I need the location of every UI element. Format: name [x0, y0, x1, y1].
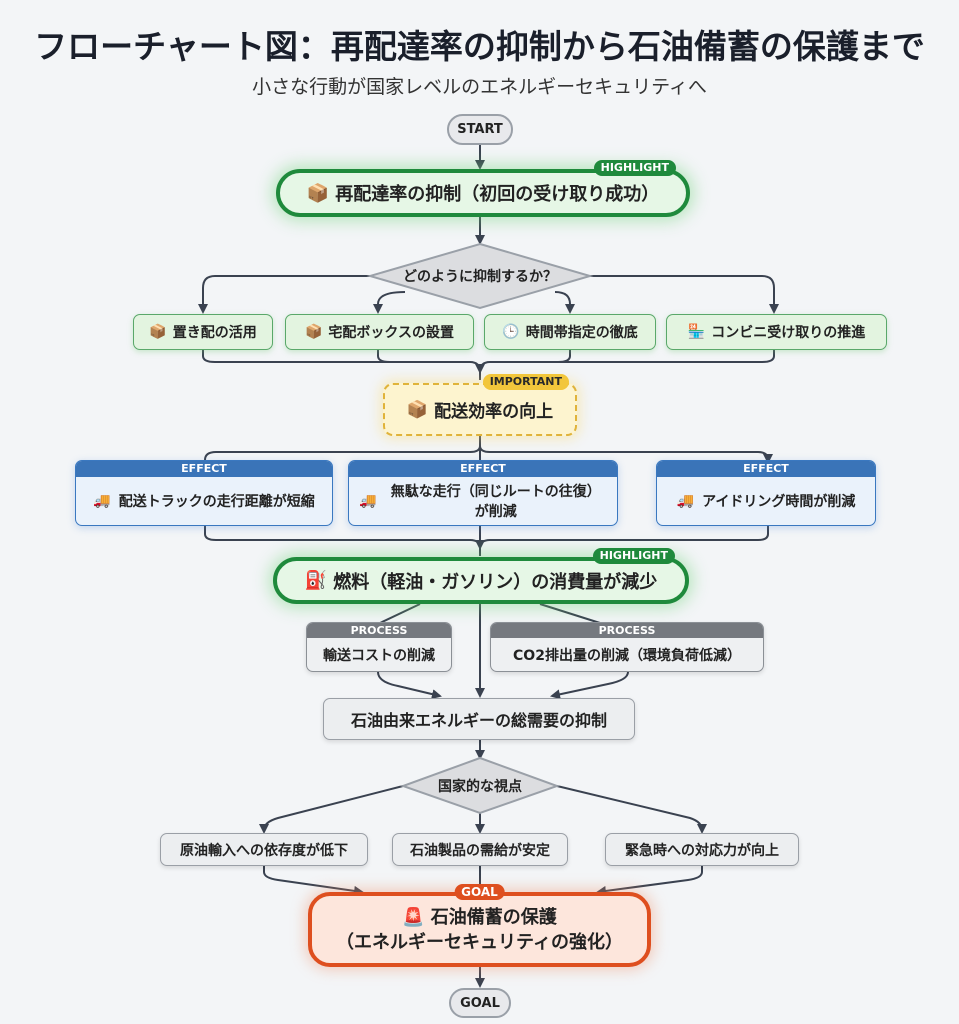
effect-less-idling[interactable]: EFFECT 🚚 アイドリング時間が削減 — [656, 460, 876, 526]
option-label: 置き配の活用 — [172, 325, 257, 341]
highlight-tag: HIGHLIGHT — [593, 160, 676, 176]
step-total-demand[interactable]: 石油由来エネルギーの総需要の抑制 — [323, 698, 635, 740]
effect-label: 無駄な走行（同じルートの往復）が削減 — [390, 484, 601, 520]
option-label: コンビニ受け取りの推進 — [711, 325, 866, 341]
end-label: GOAL — [460, 995, 500, 1011]
step-label: 燃料（軽油・ガソリン）の消費量が減少 — [333, 571, 658, 593]
connector-decision1-to-option3 — [554, 291, 575, 314]
outcome-label: 石油製品の需給が安定 — [410, 842, 550, 859]
process-label: CO2排出量の削減（環境負荷低減） — [513, 647, 741, 664]
effect-tag: EFFECT — [349, 461, 617, 477]
decision-national-view[interactable]: 国家的な視点 — [403, 772, 557, 800]
connector-decision1-to-option4 — [590, 275, 779, 314]
process-transport-cost[interactable]: PROCESS 輸送コストの削減 — [306, 622, 452, 672]
connector-decision1-to-option2 — [373, 291, 406, 314]
connector-outcome3-to-goal — [596, 866, 703, 896]
decision-diamond-2 — [400, 756, 560, 815]
highlight-tag: HIGHLIGHT — [592, 548, 675, 564]
goal-line2: （エネルギーセキュリティの強化） — [336, 931, 623, 953]
outcome-supply-stability[interactable]: 石油製品の需給が安定 — [392, 833, 568, 866]
effect-less-wasted-driving[interactable]: EFFECT 🚚 無駄な走行（同じルートの往復）が削減 — [348, 460, 618, 526]
start-node[interactable]: START — [447, 114, 513, 145]
option-okihai[interactable]: 📦 置き配の活用 — [133, 314, 273, 350]
alarm-icon: 🚨 — [402, 906, 425, 928]
connector-effects-merge — [204, 526, 769, 556]
connector-process1-to-step4 — [377, 671, 442, 700]
process-tag: PROCESS — [307, 623, 451, 638]
package-icon: 📦 — [304, 324, 323, 340]
decision-diamond-1 — [366, 242, 594, 310]
effect-label: アイドリング時間が削減 — [702, 494, 856, 510]
option-delivery-box[interactable]: 📦 宅配ボックスの設置 — [285, 314, 474, 350]
option-time-slot[interactable]: 🕒 時間帯指定の徹底 — [484, 314, 656, 350]
effect-tag: EFFECT — [657, 461, 875, 477]
option-label: 宅配ボックスの設置 — [328, 325, 455, 341]
effect-shorter-distance[interactable]: EFFECT 🚚 配送トラックの走行距離が短縮 — [75, 460, 333, 526]
effect-label: 配送トラックの走行距離が短縮 — [118, 494, 315, 510]
fuel-pump-icon: ⛽ — [304, 570, 328, 591]
connector-options-merge — [202, 350, 775, 380]
step-label: 再配達率の抑制（初回の受け取り成功） — [335, 184, 660, 205]
option-label: 時間帯指定の徹底 — [525, 325, 638, 341]
connector-decision2-to-outcome3 — [556, 785, 707, 834]
connector-outcome1-to-goal — [263, 866, 364, 896]
decision-how-to-suppress[interactable]: どのように抑制するか？ — [370, 262, 590, 290]
process-tag: PROCESS — [491, 623, 763, 638]
goal-tag: GOAL — [454, 884, 505, 900]
process-label: 輸送コストの削減 — [323, 647, 435, 664]
option-convenience-store[interactable]: 🏪 コンビニ受け取りの推進 — [666, 314, 887, 350]
outcome-emergency-response[interactable]: 緊急時への対応力が向上 — [605, 833, 799, 866]
person-package-icon: 📦 — [149, 324, 167, 340]
step-label: 配送効率の向上 — [434, 402, 554, 422]
connector-decision1-to-option1 — [198, 275, 370, 314]
connector-step3-to-process2 — [539, 603, 601, 624]
connector-step3-to-process1 — [379, 603, 421, 624]
truck-icon: 🚚 — [676, 493, 695, 509]
convenience-store-icon: 🏪 — [687, 324, 706, 340]
connector-decision2-to-outcome1 — [259, 785, 404, 834]
effect-tag: EFFECT — [76, 461, 332, 477]
connector-step2-to-effects — [204, 436, 768, 462]
step-delivery-efficiency[interactable]: IMPORTANT 📦 配送効率の向上 — [383, 374, 577, 436]
goal-line1: 石油備蓄の保護 — [430, 906, 557, 928]
truck-icon: 🚚 — [93, 493, 111, 509]
end-node[interactable]: GOAL — [449, 988, 511, 1018]
diagram-title: フローチャート図：再配達率の抑制から石油備蓄の保護まで — [34, 27, 925, 66]
step-label: 石油由来エネルギーの総需要の抑制 — [350, 711, 607, 730]
outcome-label: 原油輸入への依存度が低下 — [180, 842, 348, 859]
start-label: START — [457, 122, 503, 137]
process-co2-reduction[interactable]: PROCESS CO2排出量の削減（環境負荷低減） — [490, 622, 764, 672]
goal-node[interactable]: GOAL 🚨石油備蓄の保護 （エネルギーセキュリティの強化） — [308, 884, 651, 967]
connector-process2-to-step4 — [550, 671, 629, 700]
clock-icon: 🕒 — [502, 324, 520, 340]
package-icon: 📦 — [306, 182, 330, 204]
diagram-subtitle: 小さな行動が国家レベルのエネルギーセキュリティへ — [252, 76, 707, 98]
step-suppress-redelivery[interactable]: HIGHLIGHT 📦 再配達率の抑制（初回の受け取り成功） — [276, 160, 690, 217]
outcome-import-dependence[interactable]: 原油輸入への依存度が低下 — [160, 833, 368, 866]
decision-label: どのように抑制するか？ — [403, 269, 557, 285]
outcome-label: 緊急時への対応力が向上 — [625, 842, 779, 859]
truck-icon: 🚚 — [359, 493, 377, 509]
box-icon: 📦 — [406, 399, 429, 420]
important-tag: IMPORTANT — [482, 374, 569, 390]
step-fuel-consumption[interactable]: HIGHLIGHT ⛽ 燃料（軽油・ガソリン）の消費量が減少 — [273, 548, 689, 604]
decision-label: 国家的な視点 — [438, 779, 522, 795]
